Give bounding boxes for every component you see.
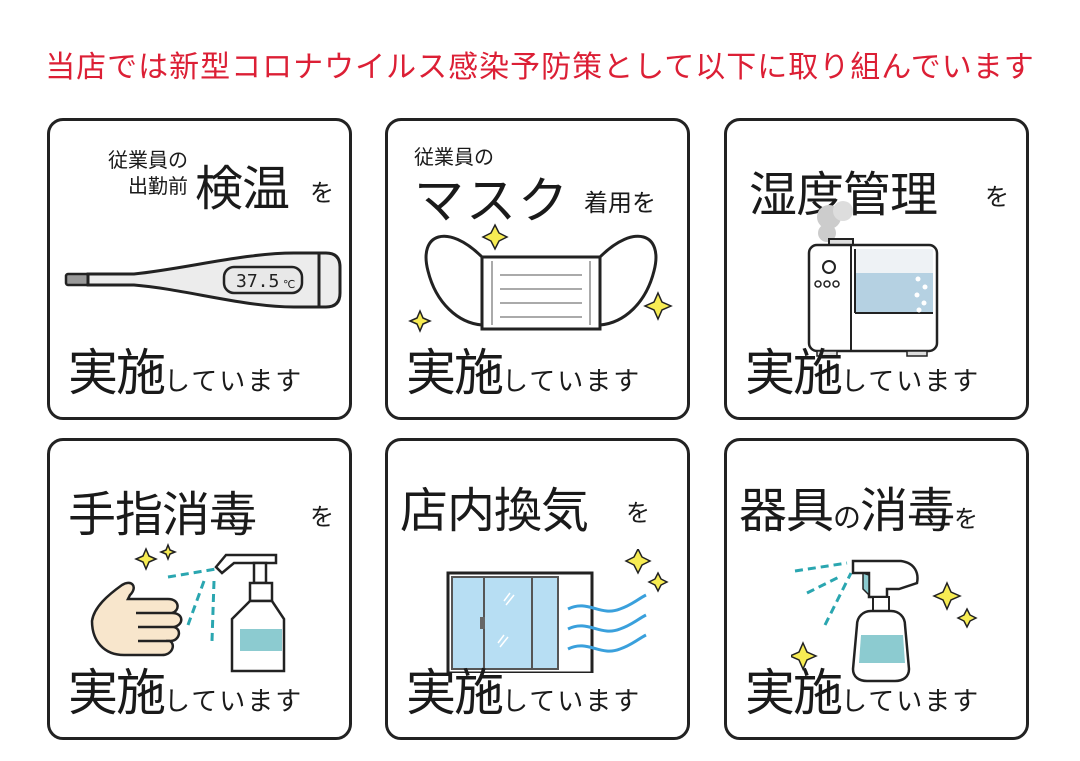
done-label-big: 実施 (68, 344, 166, 402)
done-label-small: しています (164, 687, 304, 717)
card-humidity: 湿度管理 を 実施しています (724, 118, 1029, 420)
title-part-mid: の (833, 501, 861, 534)
card-equipment-disinfect: 器具の消毒を 実施しています (724, 438, 1029, 740)
card-temperature-check: 従業員の 出勤前 検温 を 37.5 ℃ 実施しています (47, 118, 352, 420)
title-particle: を (954, 505, 978, 533)
headline: 当店では新型コロナウイルス感染予防策として以下に取り組んでいます (45, 50, 1035, 85)
card-title-main: 器具の消毒を (739, 471, 978, 541)
card-title-particle: を (310, 503, 334, 531)
humidifier-icon (807, 199, 947, 359)
card-title-particle: を (310, 179, 334, 207)
title-part-a: 器具 (739, 483, 834, 539)
card-title-main: マスク (414, 172, 570, 230)
done-label-small: しています (841, 367, 981, 397)
done-label-big: 実施 (745, 664, 843, 722)
prefix-line-1: 従業員の (108, 148, 188, 172)
prefix-line-2: 出勤前 (128, 174, 188, 198)
done-label: 実施しています (745, 653, 980, 725)
card-title-suffix: 着用を (584, 183, 656, 218)
title-part-b: 消毒 (860, 483, 955, 539)
card-title-particle: を (626, 499, 650, 527)
card-hand-sanitize: 手指消毒 を 実施しています (47, 438, 352, 740)
spray-bottle-icon (791, 559, 991, 685)
done-label: 実施しています (406, 333, 641, 405)
done-label-small: しています (841, 687, 981, 717)
suffix-text: 着用 (584, 189, 632, 217)
card-ventilation: 店内換気 を 実施しています (385, 438, 690, 740)
done-label-small: しています (502, 367, 642, 397)
done-label-big: 実施 (745, 344, 843, 402)
done-label-big: 実施 (406, 664, 504, 722)
particle-text: を (632, 189, 656, 217)
done-label: 実施しています (68, 653, 303, 725)
hand-sanitizer-icon (88, 541, 318, 673)
card-title-main: 店内換気 (400, 483, 589, 539)
card-title-main: 手指消毒 (68, 487, 257, 543)
card-title-particle: を (985, 183, 1009, 211)
done-label-big: 実施 (68, 664, 166, 722)
done-label-small: しています (164, 367, 304, 397)
sparkle-icon (481, 223, 509, 251)
thermometer-icon: 37.5 ℃ (64, 249, 344, 313)
done-label-small: しています (502, 687, 642, 717)
window-ventilation-icon (442, 549, 672, 673)
face-mask-icon (408, 223, 678, 343)
done-label-big: 実施 (406, 344, 504, 402)
card-title-main: 検温 (195, 161, 290, 217)
done-label: 実施しています (745, 333, 980, 405)
done-label: 実施しています (68, 333, 303, 405)
done-label: 実施しています (406, 653, 641, 725)
thermometer-unit: ℃ (283, 278, 295, 291)
card-title-prefix: 従業員の (414, 145, 494, 169)
thermometer-reading: 37.5 (236, 271, 279, 292)
card-title-prefix: 従業員の 出勤前 (68, 147, 188, 199)
card-mask: 従業員の マスク 着用を 実施しています (385, 118, 690, 420)
